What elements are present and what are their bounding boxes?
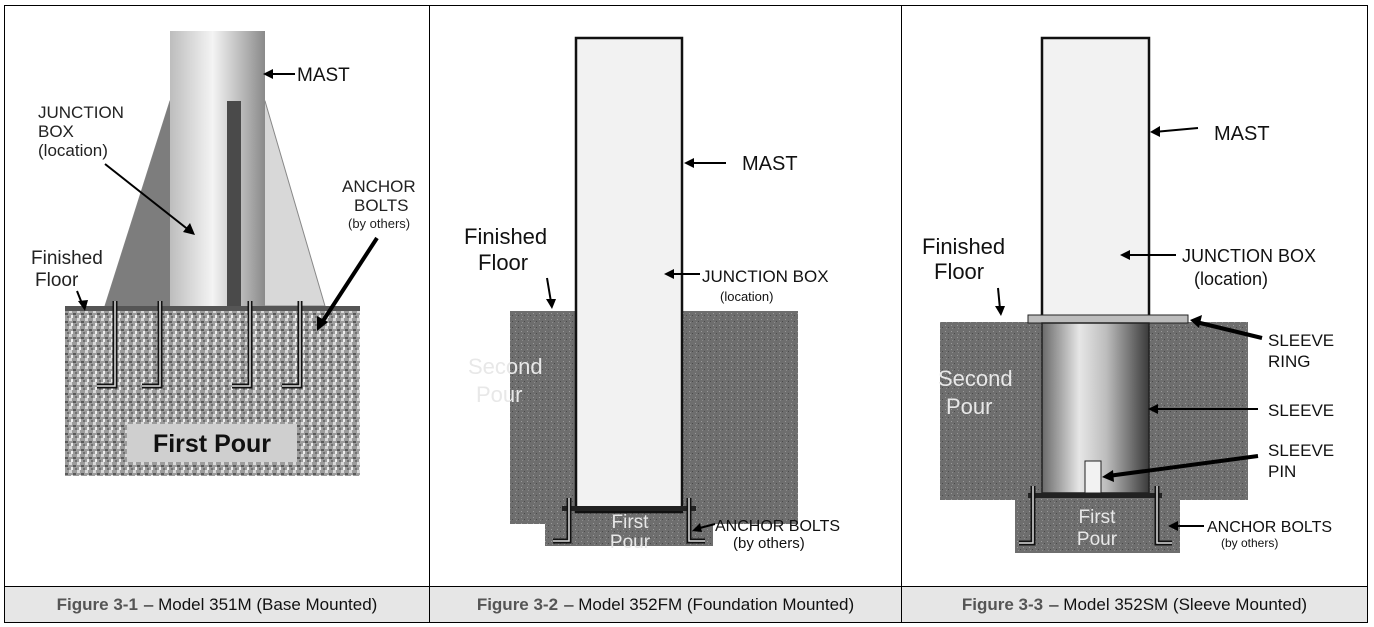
- figure-3-2-number: Figure 3-2: [476, 594, 559, 614]
- figure-3-3-caption-text: – Model 352SM (Sleeve Mounted): [1049, 594, 1308, 614]
- figure-3-1-panel: First Pour MAST JUNCTION BOX (location) …: [5, 6, 429, 586]
- mast: [170, 31, 265, 316]
- first-pour-label-2: Pour: [1077, 529, 1118, 550]
- figure-3-3-panel: Second Pour First Pour MAST JUNCTION BOX…: [902, 6, 1368, 586]
- figure-3-2-diagram: Second Pour First Pour MAST JUNCTION BOX…: [464, 36, 840, 553]
- first-pour-block: [1015, 493, 1180, 553]
- junction-box-label-2: (location): [720, 289, 773, 304]
- junction-box-label-1: JUNCTION: [38, 103, 124, 122]
- junction-box-label-3: (location): [38, 141, 108, 160]
- junction-box-label-1: JUNCTION BOX: [1182, 246, 1316, 266]
- figure-3-2-caption-text: – Model 352FM (Foundation Mounted): [564, 594, 855, 614]
- figure-3-1-number: Figure 3-1: [56, 594, 138, 614]
- figure-3-3-caption: Figure 3-3 – Model 352SM (Sleeve Mounted…: [902, 587, 1367, 622]
- sleeve-ring-arrow: [1195, 320, 1263, 340]
- finished-floor-label-2: Floor: [934, 259, 984, 284]
- sleeve-pin-arrow: [1107, 454, 1259, 478]
- sleeve-label: SLEEVE: [1268, 401, 1334, 420]
- finished-floor-line: [65, 306, 360, 311]
- figure-3-1-caption: Figure 3-1 – Model 351M (Base Mounted): [5, 587, 429, 622]
- anchor-bolts-label-1: ANCHOR: [342, 177, 416, 196]
- anchor-bolts-label-2: BOLTS: [354, 196, 408, 215]
- finished-floor-arrow: [546, 277, 552, 303]
- mast: [1040, 36, 1151, 322]
- anchor-bolts-label-3: (by others): [348, 216, 410, 231]
- finished-floor-label-1: Finished: [922, 234, 1005, 259]
- mast-label: MAST: [742, 153, 798, 175]
- sleeve-ring: [1027, 314, 1189, 324]
- caption-divider: [4, 586, 1368, 587]
- finished-floor-arrow: [997, 287, 1001, 310]
- figure-3-3-diagram: Second Pour First Pour MAST JUNCTION BOX…: [922, 36, 1334, 553]
- second-pour-label-2: Pour: [946, 394, 992, 419]
- finished-floor-label-2: Floor: [478, 250, 528, 275]
- first-pour-label-1: First: [1079, 507, 1117, 528]
- finished-floor-label-1: Finished: [31, 248, 103, 269]
- figure-3-2-caption: Figure 3-2 – Model 352FM (Foundation Mou…: [430, 587, 901, 622]
- junction-box-label-2: BOX: [38, 122, 74, 141]
- anchor-bolts-arrow: [319, 236, 379, 326]
- junction-box-slot: [227, 101, 241, 311]
- figure-3-1-caption-text: – Model 351M (Base Mounted): [143, 594, 378, 614]
- junction-box-label-1: JUNCTION BOX: [702, 267, 829, 286]
- second-pour-label-2: Pour: [476, 382, 522, 407]
- junction-box-label-2: (location): [1194, 269, 1268, 289]
- anchor-bolts-label-1: ANCHOR BOLTS: [715, 518, 840, 535]
- anchor-bolts-label-2: (by others): [733, 535, 805, 552]
- figure-3-1-diagram: First Pour MAST JUNCTION BOX (location) …: [31, 31, 416, 476]
- sleeve-ring-label-2: RING: [1268, 352, 1311, 371]
- mast-label: MAST: [1214, 123, 1270, 145]
- sleeve-pin-label-1: SLEEVE: [1268, 441, 1334, 460]
- sleeve-pin-label-2: PIN: [1268, 462, 1296, 481]
- first-pour-label-2: Pour: [610, 532, 651, 553]
- sleeve-ring-label-1: SLEEVE: [1268, 331, 1334, 350]
- finished-floor-label-2: Floor: [35, 270, 79, 291]
- mast: [574, 36, 684, 514]
- finished-floor-label-1: Finished: [464, 224, 547, 249]
- figure-3-2-panel: Second Pour First Pour MAST JUNCTION BOX…: [430, 6, 901, 586]
- base-plate: [562, 506, 696, 511]
- panel-divider-2: [901, 5, 902, 623]
- first-pour-label-bg: [127, 424, 297, 462]
- anchor-bolts-label-2: (by others): [1221, 536, 1278, 550]
- mast-label: MAST: [297, 65, 350, 86]
- figure-grid-frame: [4, 5, 1368, 623]
- second-pour-label-1: Second: [938, 366, 1013, 391]
- anchor-bolts-label-1: ANCHOR BOLTS: [1207, 519, 1332, 536]
- panel-divider-1: [429, 5, 430, 623]
- figure-3-3-number: Figure 3-3: [961, 594, 1044, 614]
- mast-arrow: [1153, 127, 1199, 133]
- first-pour-label: First Pour: [153, 430, 271, 458]
- junction-box-arrow: [104, 163, 191, 232]
- second-pour-label-1: Second: [468, 354, 543, 379]
- sleeve-pin: [1084, 460, 1102, 494]
- base-cone-shadow: [105, 101, 185, 306]
- first-pour-label-1: First: [612, 512, 650, 533]
- base-plate: [1028, 493, 1162, 498]
